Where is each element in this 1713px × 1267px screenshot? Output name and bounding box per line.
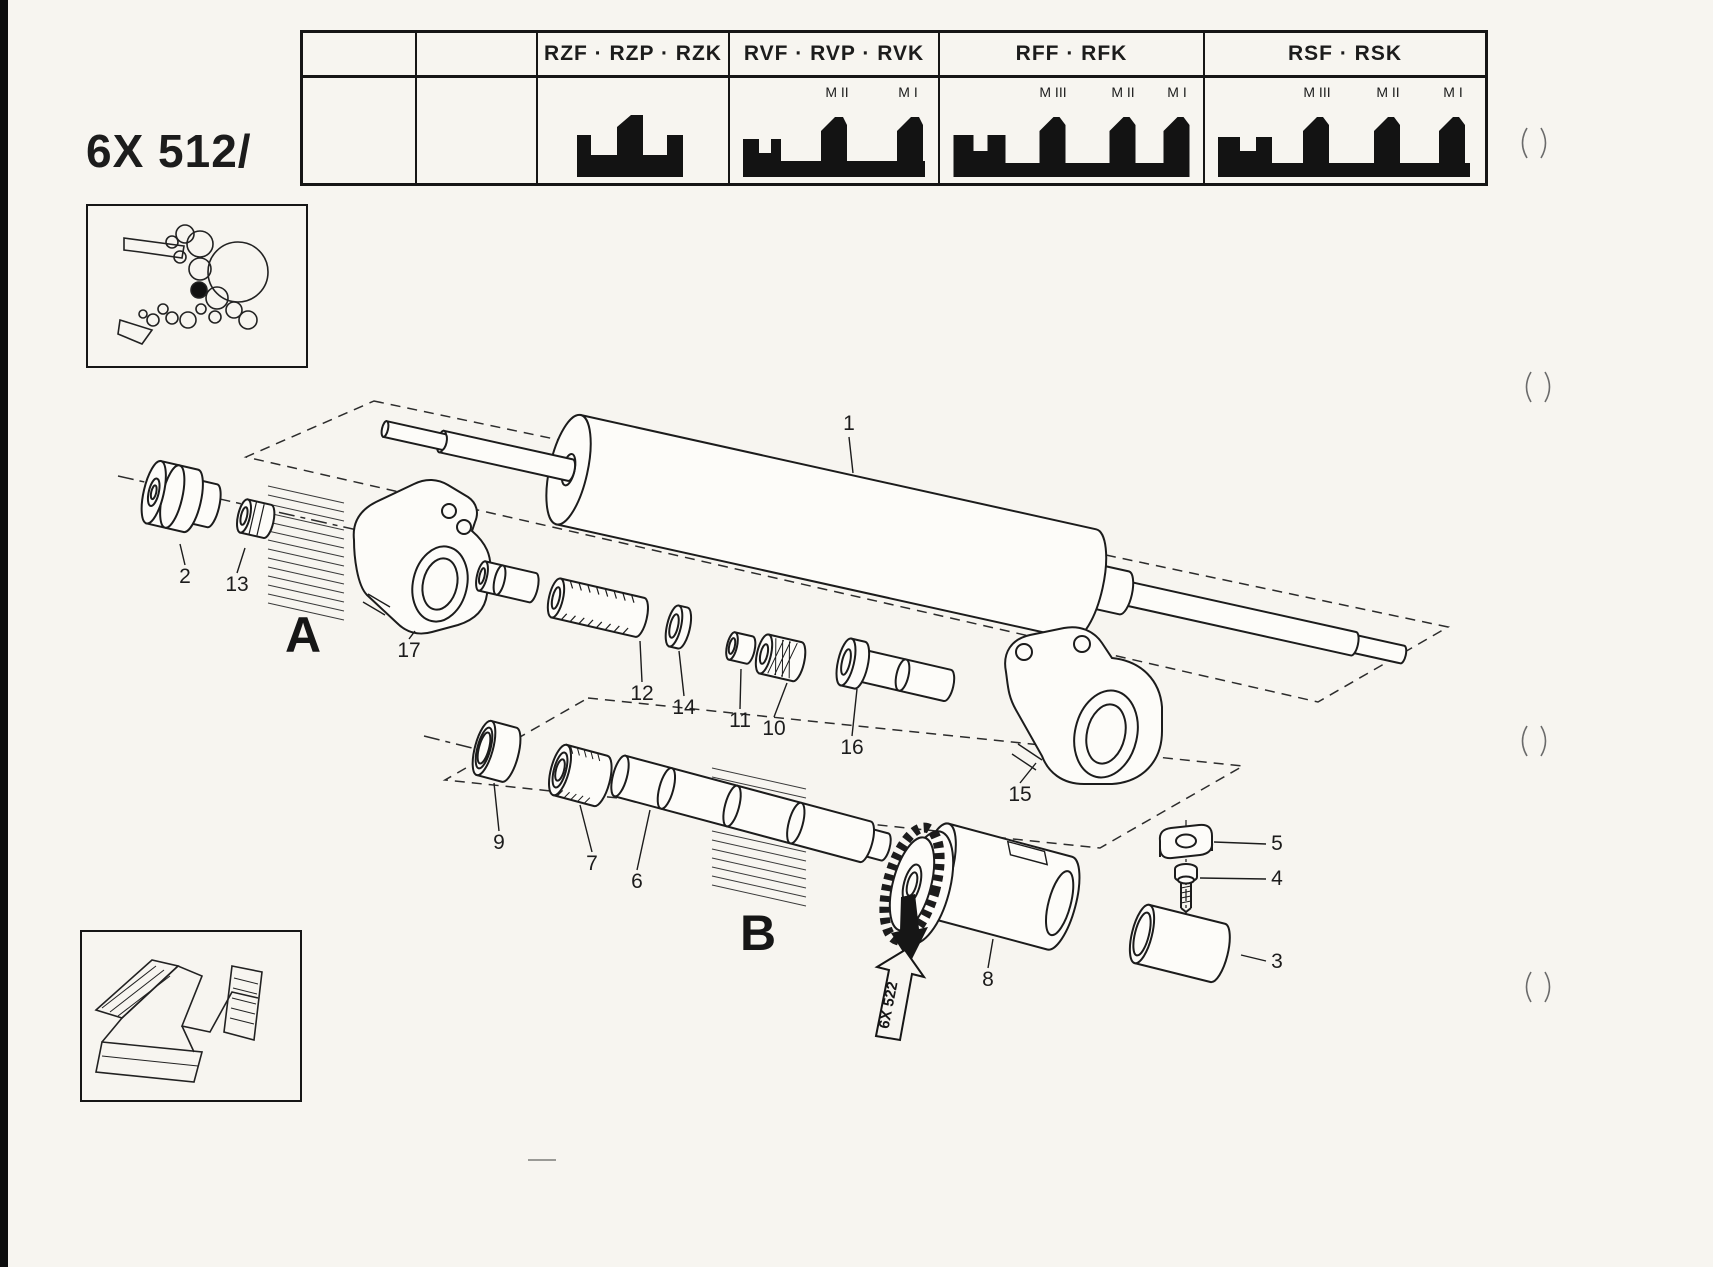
part-label-13: 13 (225, 573, 248, 596)
registration-marks (1521, 127, 1551, 1003)
part-12-spline-shaft (546, 577, 649, 638)
mark-m3: M III (1303, 84, 1331, 100)
mark-m1: M I (898, 84, 918, 100)
mark-m2: M II (825, 84, 849, 100)
header-cell-blank-2 (415, 33, 536, 75)
variant-header-table: RZF · RZP · RZK RVF · RVP · RVK RFF · RF… (300, 30, 1488, 186)
part-label-15: 15 (1008, 783, 1031, 806)
profile-cell-blank-2 (415, 78, 536, 183)
mark-m2: M II (1376, 84, 1400, 100)
part-label-6: 6 (631, 870, 643, 893)
part-3-cylinder (1128, 903, 1231, 984)
header-row: RZF · RZP · RZK RVF · RVP · RVK RFF · RF… (303, 33, 1485, 78)
binding-spine (0, 0, 8, 1267)
profile-cell-rzf (536, 78, 728, 183)
part-label-7: 7 (586, 852, 598, 875)
part-16-sleeve (835, 637, 956, 702)
part-label-10: 10 (762, 717, 785, 740)
part-11-ring (725, 631, 757, 665)
part-label-4: 4 (1271, 867, 1283, 890)
profile-cell-rsf: M III M II M I (1203, 78, 1485, 183)
rff-profile-icon (953, 117, 1189, 177)
part-12-bushing (475, 560, 540, 604)
part-label-2: 2 (179, 565, 191, 588)
part-label-5: 5 (1271, 832, 1283, 855)
header-cell-rsf: RSF · RSK (1203, 33, 1485, 75)
mark-m3: M III (1039, 84, 1067, 100)
part-6-shaft (610, 754, 892, 864)
page-title: 6X 512/ (86, 125, 252, 177)
roller-arrangement-inset (86, 204, 308, 368)
ref-arrow-outline-icon (874, 948, 927, 1042)
part-15-casting (1004, 626, 1163, 785)
leader-lines (179, 436, 1267, 969)
profile-cell-rff: M III M II M I (938, 78, 1203, 183)
header-cell-rvf: RVF · RVP · RVK (728, 33, 938, 75)
rail-cross-section-inset (80, 930, 302, 1102)
section-label-b: B (740, 905, 776, 961)
part-label-11: 11 (729, 709, 751, 732)
part-label-8: 8 (982, 968, 994, 991)
part-7-bearing (548, 743, 613, 808)
profile-row: M II M I M III M II M I (303, 78, 1485, 183)
header-cell-rff: RFF · RFK (938, 33, 1203, 75)
insert-arrow-icon (891, 894, 928, 963)
header-cell-rzf: RZF · RZP · RZK (536, 33, 728, 75)
section-label-a: A (285, 607, 321, 663)
part-label-14: 14 (672, 696, 696, 719)
part-label-17: 17 (397, 639, 420, 662)
rzf-profile-icon (577, 115, 683, 177)
rail-cross-section-drawing (94, 959, 263, 1083)
part-label-3: 3 (1271, 950, 1283, 973)
marked-roller-dot (190, 281, 208, 299)
mark-m2: M II (1111, 84, 1135, 100)
part-9-ring (471, 719, 522, 783)
rvf-profile-icon (743, 117, 925, 177)
part-14-washer (664, 604, 693, 650)
roller-arrangement-drawing (117, 224, 269, 345)
part-label-9: 9 (493, 831, 505, 854)
part-label-12: 12 (630, 682, 653, 705)
hatch-band-a (267, 485, 345, 621)
part-13-nut (236, 498, 276, 539)
part-1-roller (380, 413, 1408, 665)
part-4-screw (1174, 863, 1198, 914)
mark-m1: M I (1443, 84, 1463, 100)
mark-m1: M I (1167, 84, 1187, 100)
profile-cell-rvf: M II M I (728, 78, 938, 183)
part-17-casting (352, 479, 492, 635)
rsf-profile-icon (1218, 117, 1470, 177)
part-label-16: 16 (840, 736, 863, 759)
part-2-roller (140, 459, 222, 533)
part-5-nut (1158, 823, 1214, 860)
part-10-knurled-nut (754, 633, 807, 683)
part-label-1: 1 (843, 412, 855, 435)
